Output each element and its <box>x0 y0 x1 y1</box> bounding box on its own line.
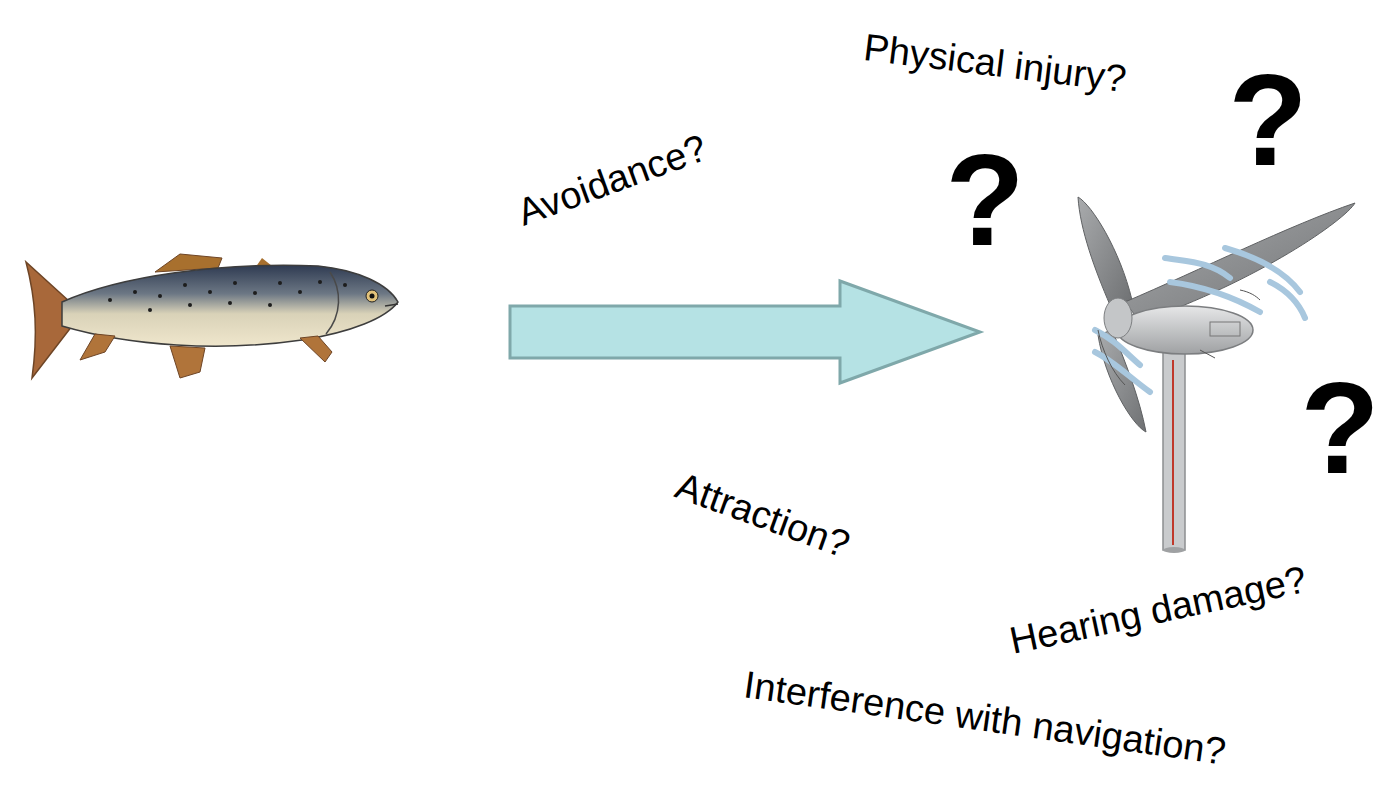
question-label: Interference with navigation? <box>742 665 1228 770</box>
question-label: Avoidance? <box>513 128 712 231</box>
question-mark: ? <box>1300 363 1379 493</box>
question-mark: ? <box>945 135 1024 265</box>
salmon <box>26 254 398 378</box>
question-mark: ? <box>1228 55 1307 185</box>
question-label: Hearing damage? <box>1006 560 1309 660</box>
direction-arrow <box>510 281 980 383</box>
question-label: Physical injury? <box>862 28 1129 98</box>
question-label: Attraction? <box>671 466 855 564</box>
